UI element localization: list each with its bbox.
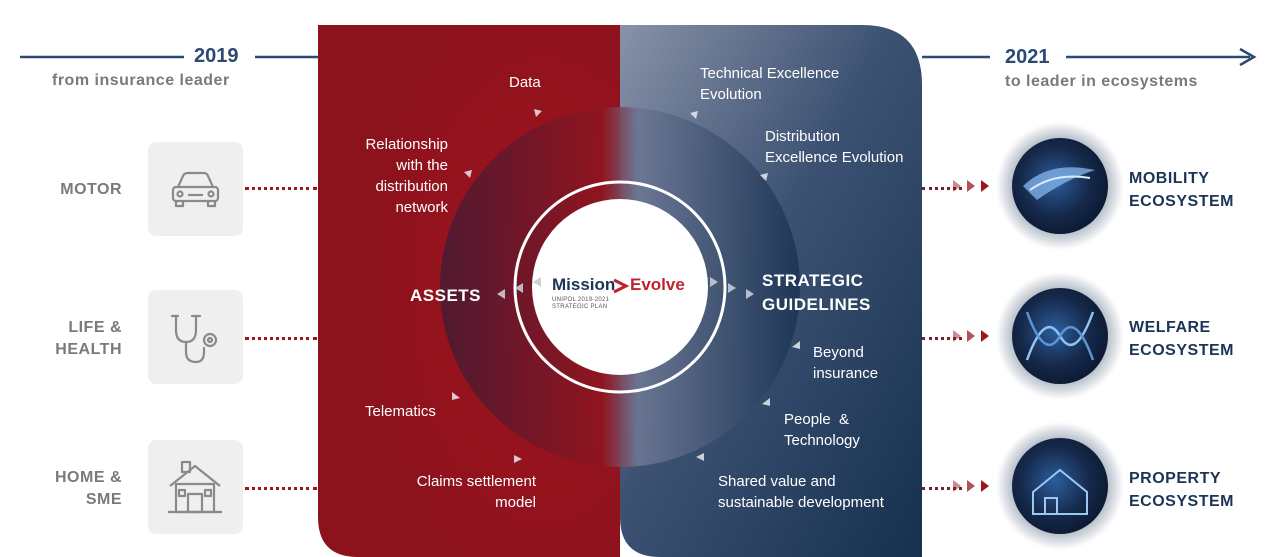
asset-telematics: Telematics	[365, 403, 436, 420]
start-caption: from insurance leader	[52, 72, 230, 89]
ecosystem-property-connector	[922, 487, 962, 490]
segment-motor-tile	[148, 142, 243, 236]
guideline-shared-value: Shared value and sustainable development	[718, 473, 884, 511]
asset-data: Data	[509, 74, 541, 91]
logo-subtitle-1: UNIPOL 2019-2021	[552, 297, 610, 303]
guidelines-title-line2: GUIDELINES	[762, 295, 871, 314]
guidelines-title: STRATEGIC GUIDELINES	[762, 269, 871, 317]
segment-home-label: HOME & SME	[20, 467, 122, 511]
mobility-icon	[996, 122, 1124, 250]
start-year: 2019	[194, 45, 239, 67]
ecosystem-icons	[953, 122, 1124, 550]
central-panel	[318, 25, 922, 557]
ecosystem-welfare-label: WELFARE ECOSYSTEM	[1129, 316, 1234, 362]
mission-evolve-logo: Mission Evolve UNIPOL 2019-2021 STRATEGI…	[542, 275, 698, 315]
ecosystem-label-line1: PROPERTY	[1129, 470, 1222, 487]
ecosystem-mobility-label: MOBILITY ECOSYSTEM	[1129, 167, 1234, 213]
logo-word-evolve: Evolve	[630, 275, 685, 294]
asset-claims: Claims settlement model	[416, 473, 536, 511]
car-icon	[171, 171, 220, 208]
house-icon	[168, 460, 222, 514]
asset-relationship: Relationship with the distribution netwo…	[365, 136, 448, 216]
segment-label-line1: MOTOR	[60, 181, 122, 198]
ecosystem-label-line1: WELFARE	[1129, 319, 1211, 336]
segment-life-connector	[245, 337, 317, 340]
segment-home-tile	[148, 440, 243, 534]
assets-title: ASSETS	[410, 286, 482, 305]
guidelines-title-line1: STRATEGIC	[762, 271, 864, 290]
segment-life-label: LIFE & HEALTH	[20, 317, 122, 361]
guideline-distribution: Distribution Excellence Evolution	[765, 128, 904, 166]
segment-label-line1: HOME &	[55, 469, 122, 486]
ecosystem-label-line2: ECOSYSTEM	[1129, 193, 1234, 210]
segment-home-connector	[245, 487, 317, 490]
segment-motor-label: MOTOR	[20, 179, 122, 201]
logo-subtitle-2: STRATEGIC PLAN	[552, 304, 608, 310]
stethoscope-icon	[170, 314, 218, 364]
smart-house-icon	[996, 422, 1124, 550]
segment-motor-connector	[245, 187, 317, 190]
dna-icon	[996, 272, 1124, 400]
segment-life-tile	[148, 290, 243, 384]
segment-label-line2: HEALTH	[55, 341, 122, 358]
segment-label-line2: SME	[85, 491, 122, 508]
guideline-people: People & Technology	[784, 411, 860, 449]
ecosystem-label-line1: MOBILITY	[1129, 170, 1210, 187]
ecosystem-label-line2: ECOSYSTEM	[1129, 342, 1234, 359]
logo-chevron-icon	[613, 278, 630, 294]
guideline-technical: Technical Excellence Evolution	[700, 65, 840, 103]
end-year: 2021	[1005, 46, 1050, 68]
segment-label-line1: LIFE &	[68, 319, 122, 336]
logo-word-mission: Mission	[552, 275, 616, 294]
ecosystem-label-line2: ECOSYSTEM	[1129, 493, 1234, 510]
ecosystem-property-label: PROPERTY ECOSYSTEM	[1129, 467, 1234, 513]
ecosystem-welfare-connector	[922, 337, 962, 340]
end-caption: to leader in ecosystems	[1005, 73, 1198, 90]
ecosystem-mobility-connector	[922, 187, 962, 190]
guideline-beyond: Beyond insurance	[813, 344, 879, 382]
